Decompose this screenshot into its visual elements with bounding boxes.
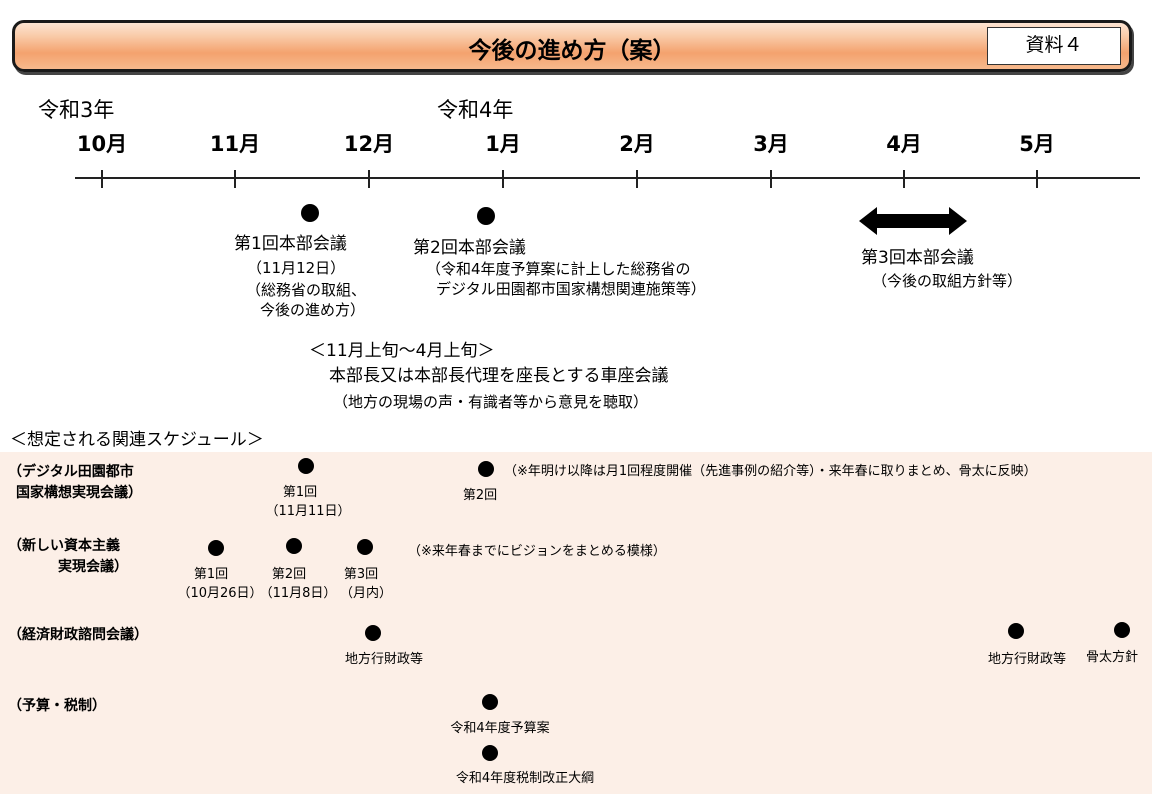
capitalism-3-marker [357,539,373,555]
capitalism-3-date: （月内） [339,586,393,601]
timeline-tick [636,170,638,188]
capitalism-1-label: 第1回 [193,567,229,582]
capitalism-2-label: 第2回 [271,567,307,582]
double-arrow-icon [859,207,967,235]
economic-2-label: 地方行財政等 [987,652,1067,667]
economic-3-marker [1114,622,1130,638]
month-label-apr: 4月 [886,132,922,156]
budget-1-label: 令和4年度予算案 [450,721,550,736]
meeting-1-marker [301,204,319,222]
row-label-digital: 国家構想実現会議） [16,485,142,501]
timeline-tick [903,170,905,188]
meeting-2-marker [477,207,495,225]
timeline-tick [502,170,504,188]
row-label-economic: （経済財政諮問会議） [8,627,148,643]
capitalism-1-marker [208,540,224,556]
capitalism-note: （※来年春までにビジョンをまとめる模様） [408,544,666,559]
page-title: 今後の進め方（案） [468,38,676,64]
meeting-3-note: （今後の取組方針等） [872,272,1023,290]
budget-1-marker [482,694,498,710]
row-label-digital: （デジタル田園都市 [8,464,134,480]
capitalism-1-date: （10月26日） [177,586,263,601]
meeting-1-date: （11月12日） [247,259,346,277]
title-bar: 今後の進め方（案） [12,20,1132,72]
month-label-dec: 12月 [343,132,395,156]
month-label-jan: 1月 [485,132,521,156]
meeting-2-note: （令和4年度予算案に計上した総務省の [426,260,691,278]
meeting-1-note: 今後の進め方） [260,301,366,319]
timeline-tick [770,170,772,188]
meeting-1-note: （総務省の取組、 [246,281,367,299]
timeline-tick [1036,170,1038,188]
capitalism-2-marker [286,538,302,554]
caravan-title: 本部長又は本部長代理を座長とする車座会議 [329,366,669,386]
timeline-axis [75,177,1140,179]
budget-2-label: 令和4年度税制改正大綱 [455,771,595,786]
row-label-capitalism: （新しい資本主義 [8,538,120,554]
row-label-budget: （予算・税制） [8,698,106,714]
caravan-period: ＜11月上旬～4月上旬＞ [309,341,495,361]
month-label-nov: 11月 [209,132,261,156]
digital-1-date: （11月11日） [265,504,351,519]
caravan-note: （地方の現場の声・有識者等から意見を聴取） [333,393,649,411]
row-label-capitalism: 実現会議） [58,559,128,575]
digital-note: （※年明け以降は月1回程度開催（先進事例の紹介等）・来年春に取りまとめ、骨太に反… [504,464,1037,479]
budget-2-marker [482,745,498,761]
meeting-3-title: 第3回本部会議 [861,248,974,268]
month-label-oct: 10月 [76,132,128,156]
digital-2-label: 第2回 [462,488,498,503]
capitalism-2-date: （11月8日） [259,586,337,601]
meeting-2-note: デジタル田園都市国家構想関連施策等） [436,280,706,298]
digital-1-label: 第1回 [282,485,318,500]
economic-1-marker [365,625,381,641]
digital-2-marker [478,461,494,477]
related-schedule-heading: ＜想定される関連スケジュール＞ [10,430,264,450]
meeting-2-title: 第2回本部会議 [413,238,526,258]
timeline-tick [368,170,370,188]
month-label-mar: 3月 [753,132,789,156]
timeline-tick [101,170,103,188]
year-label-r4: 令和4年 [437,98,514,122]
month-label-may: 5月 [1019,132,1055,156]
digital-1-marker [298,458,314,474]
document-label: 資料４ [987,27,1121,65]
timeline-tick [234,170,236,188]
meeting-1-title: 第1回本部会議 [234,234,347,254]
economic-3-label: 骨太方針 [1086,650,1139,665]
month-label-feb: 2月 [619,132,655,156]
capitalism-3-label: 第3回 [343,567,379,582]
related-schedule-panel [0,452,1152,794]
year-label-r3: 令和3年 [38,98,115,122]
economic-2-marker [1008,623,1024,639]
economic-1-label: 地方行財政等 [344,652,424,667]
